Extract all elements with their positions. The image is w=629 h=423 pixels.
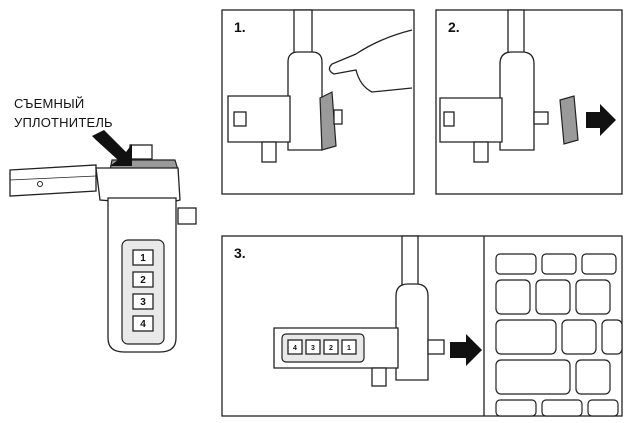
main-lock-illustration: 1 2 3 4 — [9, 130, 197, 353]
svg-text:4: 4 — [293, 345, 297, 352]
callout-line-2: УПЛОТНИТЕЛЬ — [14, 115, 113, 130]
cable — [9, 164, 97, 197]
step-2-label: 2. — [448, 19, 460, 35]
combination-dial-2[interactable]: 2 — [132, 271, 154, 288]
removable-seal-callout: СЪЕМНЫЙ УПЛОТНИТЕЛЬ — [14, 94, 113, 132]
removed-seal — [559, 95, 579, 145]
hand-icon — [328, 29, 413, 93]
combination-dial-3[interactable]: 3 — [132, 293, 154, 310]
step-2-panel: 2. — [435, 9, 623, 195]
step-3-panel: 3. 4 3 2 1 — [221, 235, 623, 417]
callout-line-1: СЪЕМНЫЙ — [14, 96, 85, 111]
dial-digit: 3 — [140, 297, 146, 308]
laptop-keyboard — [495, 253, 623, 417]
step-1-label: 1. — [234, 19, 246, 35]
dial-digit: 4 — [140, 319, 146, 330]
step3-dial-4: 1 — [341, 339, 357, 355]
arrow-right-icon — [450, 334, 482, 366]
seal-stud — [129, 144, 153, 160]
step-3-label: 3. — [234, 245, 246, 261]
seal-pointer-arrow-icon — [92, 130, 132, 166]
combination-dial-1[interactable]: 1 — [132, 249, 154, 266]
cable-rivet — [37, 181, 43, 187]
dial-digit: 2 — [140, 275, 146, 286]
combination-dial-4[interactable]: 4 — [132, 315, 154, 332]
step3-dial-3: 2 — [323, 339, 339, 355]
seal — [319, 91, 337, 151]
svg-text:3: 3 — [311, 345, 315, 352]
step-1-panel: 1. — [221, 9, 415, 195]
arrow-right-icon — [586, 104, 616, 136]
svg-text:1: 1 — [347, 345, 351, 352]
step3-dial-2: 3 — [305, 339, 321, 355]
svg-text:2: 2 — [329, 345, 333, 352]
dial-digit: 1 — [140, 253, 146, 264]
lock-pin — [177, 207, 197, 225]
step3-dial-1: 4 — [287, 339, 303, 355]
